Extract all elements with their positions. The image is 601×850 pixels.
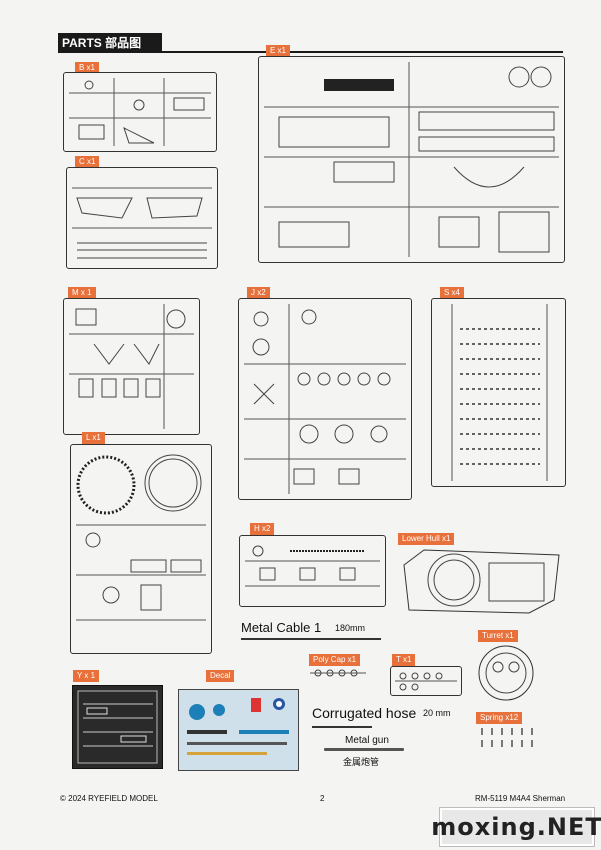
sprue-label-s: S x4	[440, 287, 465, 299]
turret-drawing	[478, 645, 534, 701]
spring-label: Spring x12	[476, 712, 523, 724]
sprue-j-drawing	[244, 304, 406, 494]
footer-copyright: © 2024 RYEFIELD MODEL	[60, 794, 158, 803]
poly-cap-drawing	[310, 669, 366, 677]
sprue-c	[66, 167, 218, 269]
sprue-e-drawing	[264, 62, 559, 257]
metal-gun-title: Metal gun	[345, 735, 389, 746]
sprue-label-b: B x1	[75, 62, 100, 74]
sprue-t	[390, 666, 462, 696]
sprue-label-c: C x1	[75, 156, 100, 168]
spring-parts	[478, 724, 538, 764]
sprue-label-e: E x1	[266, 45, 291, 57]
poly-cap-label: Poly Cap x1	[309, 654, 361, 666]
sprue-l-drawing	[76, 454, 206, 621]
sprue-m	[63, 298, 200, 435]
metal-cable-length: 180mm	[335, 623, 366, 633]
watermark: moxing.NET	[431, 808, 601, 846]
sprue-b	[63, 72, 217, 152]
sprue-label-h: H x2	[250, 523, 275, 535]
sprue-t-drawing	[395, 672, 457, 691]
watermark-text: moxing.NET	[431, 813, 601, 841]
sprue-label-y: Y x 1	[73, 670, 100, 682]
sprue-label-t: T x1	[392, 654, 416, 666]
corrugated-hose-length: 20 mm	[423, 708, 451, 718]
sprue-h	[239, 535, 386, 607]
decal-label: Decal	[206, 670, 235, 682]
poly-cap-part	[308, 666, 368, 680]
sprue-label-m: M x 1	[68, 287, 96, 299]
sprue-label-l: L x1	[82, 432, 105, 444]
sprue-c-drawing	[72, 187, 212, 259]
lower-hull-drawing	[403, 549, 560, 614]
lower-hull-part	[399, 545, 564, 617]
spring-drawing	[481, 728, 533, 747]
sprue-j	[238, 298, 412, 500]
corrugated-hose-line	[312, 726, 372, 728]
corrugated-hose-title: Corrugated hose	[312, 705, 417, 721]
parts-header: PARTS 部品图	[58, 33, 162, 52]
photo-etch-drawing	[77, 690, 158, 764]
sprue-m-drawing	[69, 304, 194, 429]
decal-drawing	[179, 690, 298, 770]
sprue-l	[70, 444, 212, 654]
sprue-s	[431, 298, 566, 487]
metal-cable-line	[241, 638, 381, 640]
footer-product: RM-5119 M4A4 Sherman	[475, 794, 566, 803]
metal-gun-cn: 金属炮管	[343, 758, 380, 768]
lower-hull-label: Lower Hull x1	[398, 533, 455, 545]
sprue-e	[258, 56, 565, 263]
metal-gun-barrel	[324, 748, 404, 751]
metal-cable-title: Metal Cable 1	[241, 620, 322, 635]
footer-page-number: 2	[320, 794, 325, 803]
turret-part	[476, 642, 536, 704]
turret-label: Turret x1	[478, 630, 518, 642]
decal-sheet	[178, 689, 299, 771]
sprue-h-drawing	[245, 545, 380, 587]
sprue-label-j: J x2	[247, 287, 270, 299]
sprue-s-drawing	[451, 304, 548, 481]
photo-etch-y	[72, 685, 163, 769]
header-rule	[58, 51, 563, 53]
sprue-b-drawing	[69, 78, 211, 146]
